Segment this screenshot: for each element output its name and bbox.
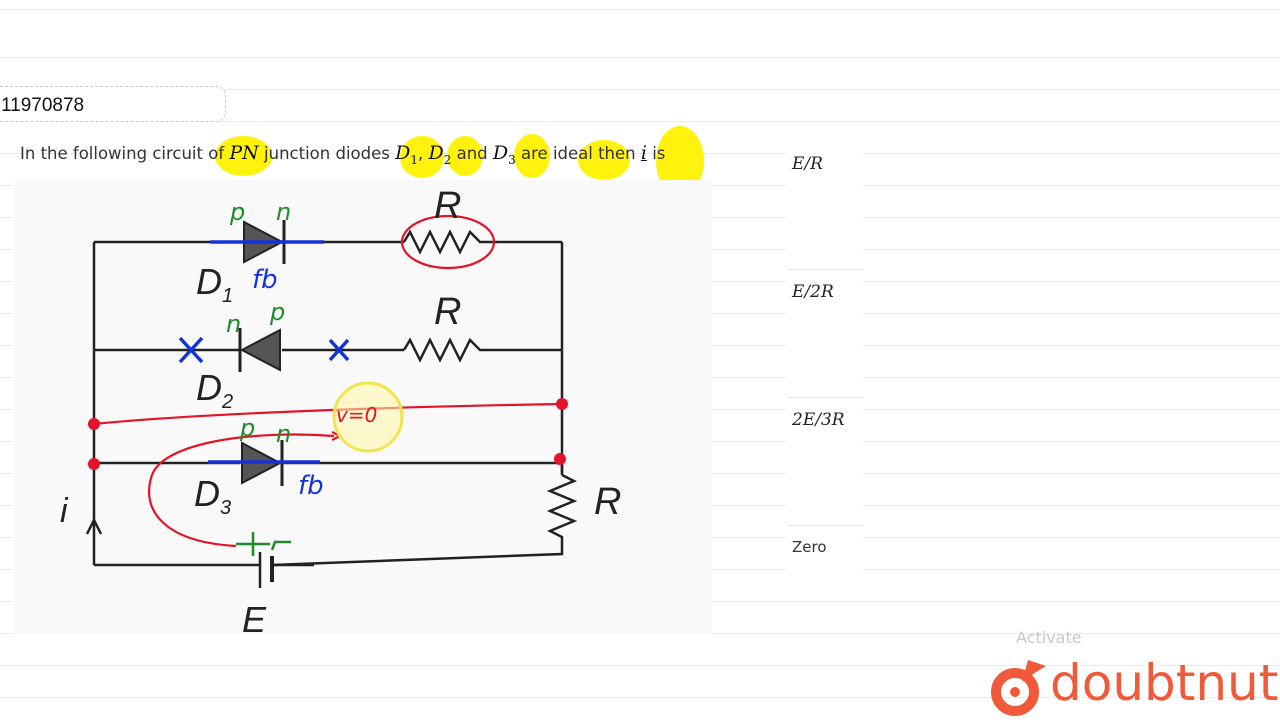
option-d-text: Zero xyxy=(792,538,827,556)
node-left-bottom xyxy=(88,458,100,470)
question-part: is xyxy=(646,144,666,163)
math-pn: PN xyxy=(229,142,259,164)
red-equipotential-line xyxy=(93,402,563,426)
option-b[interactable]: E/2R xyxy=(788,270,862,398)
diode-d2 xyxy=(238,328,281,372)
label-e: E xyxy=(242,599,267,634)
question-part: , xyxy=(417,144,429,163)
math-d1-sub: 1 xyxy=(410,152,418,167)
red-ink xyxy=(93,214,563,548)
question-id-box: 11970878 xyxy=(0,86,226,122)
red-circle-r xyxy=(400,214,496,270)
ink-d3-fb: fb xyxy=(298,471,324,501)
doubtnut-logo[interactable]: doubtnut xyxy=(988,652,1278,720)
label-r-mid: R xyxy=(434,291,461,333)
question-part: are ideal then xyxy=(515,144,641,163)
highlight-d2 xyxy=(447,136,483,176)
question-part: and xyxy=(451,144,493,163)
activate-windows-watermark: Activate Windows xyxy=(1016,628,1082,646)
ink-d1-fb: fb xyxy=(252,265,278,295)
blue-ink xyxy=(178,240,350,464)
option-a-text: E/R xyxy=(792,154,823,174)
label-r-right: R xyxy=(594,481,621,523)
node-right-top xyxy=(556,398,568,410)
option-a[interactable]: E/R xyxy=(788,142,862,270)
label-r-top: R xyxy=(434,185,461,227)
plus-mark xyxy=(236,532,270,556)
question-id: 11970878 xyxy=(1,95,85,116)
option-d[interactable]: Zero xyxy=(788,526,862,580)
highlight-ideal xyxy=(578,140,630,180)
d2-cross-right xyxy=(328,338,350,362)
circuit-diagram: R R R D 1 D 2 D 3 i E p n fb n p p n fb … xyxy=(60,185,621,634)
highlight-pn xyxy=(215,136,272,176)
d2-cross-left xyxy=(178,336,204,364)
resistor-right xyxy=(546,473,578,540)
doubtnut-logo-text: doubtnut xyxy=(1050,654,1279,712)
circuit-labels: R R R D 1 D 2 D 3 i E xyxy=(60,185,621,634)
option-c-text: 2E/3R xyxy=(792,410,845,430)
math-d2-letter: D xyxy=(428,142,444,164)
ink-d1-n: n xyxy=(276,198,291,226)
option-b-text: E/2R xyxy=(792,282,834,302)
ink-d2-n: n xyxy=(226,310,241,338)
math-d3-sub: 3 xyxy=(508,152,516,167)
yellow-circle xyxy=(332,381,404,453)
question-part: In the following circuit of xyxy=(20,144,230,163)
highlight-d1 xyxy=(400,136,444,178)
doubtnut-logo-icon xyxy=(991,660,1046,716)
rv-bottom xyxy=(271,540,564,567)
label-d3-sub: 3 xyxy=(220,497,231,519)
math-i: i xyxy=(640,142,647,164)
current-arrow xyxy=(85,519,103,535)
label-d1: D xyxy=(196,261,222,302)
node-left-top xyxy=(88,418,100,430)
math-d2: D2 xyxy=(428,142,452,167)
highlight-d3 xyxy=(514,134,550,178)
label-d2: D xyxy=(196,367,222,408)
ink-v0: v=0 xyxy=(336,403,377,427)
math-d2-sub: 2 xyxy=(443,152,452,167)
ink-d3-p: p xyxy=(239,414,255,442)
label-d2-sub: 2 xyxy=(221,391,233,413)
option-c[interactable]: 2E/3R xyxy=(788,398,862,526)
ink-annotations: p n fb n p p n fb v=0 xyxy=(226,198,377,501)
math-d1-letter: D xyxy=(395,142,411,164)
question-text: In the following circuit of PN junction … xyxy=(20,142,720,172)
node-right-bottom xyxy=(554,453,566,465)
battery-marks xyxy=(236,532,291,556)
ink-d2-p: p xyxy=(269,298,285,326)
circuit-figure: R R R D 1 D 2 D 3 i E p n fb n p p n fb … xyxy=(14,180,712,634)
resistor-mid xyxy=(402,337,484,363)
red-loop-path xyxy=(147,433,335,548)
label-d3: D xyxy=(194,473,220,514)
ink-d3-n: n xyxy=(276,420,291,448)
red-nodes xyxy=(88,398,568,470)
math-d3-letter: D xyxy=(492,142,509,164)
resistor-top xyxy=(402,229,490,255)
ink-d1-p: p xyxy=(229,198,245,226)
options-list: E/R E/2R 2E/3R Zero xyxy=(788,142,862,580)
math-d1: D1 xyxy=(395,142,418,167)
label-i: i xyxy=(60,492,69,530)
minus-mark xyxy=(270,540,291,551)
question-part: junction diodes xyxy=(258,144,396,163)
math-d3: D3 xyxy=(492,142,516,167)
label-d1-sub: 1 xyxy=(222,285,233,307)
